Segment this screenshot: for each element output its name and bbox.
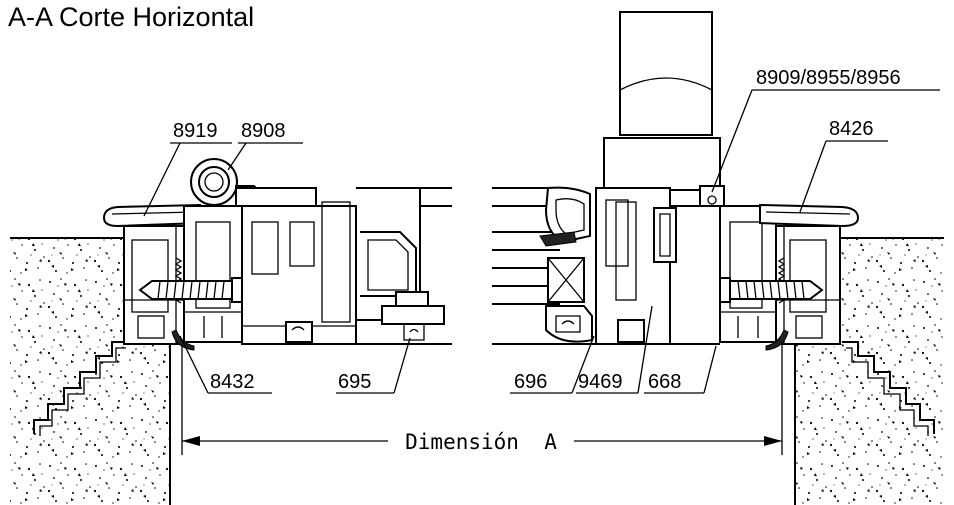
left-fixing-screw	[138, 277, 243, 303]
label-8432: 8432	[210, 371, 255, 393]
right-frame-profile	[492, 11, 860, 351]
dimension-label: Dimensión A	[405, 430, 557, 454]
dimension-line	[181, 345, 783, 455]
drawing-title: A-A Corte Horizontal	[8, 2, 255, 32]
roller-tube	[190, 158, 238, 206]
leader-lines	[143, 89, 940, 394]
label-668: 668	[648, 371, 681, 393]
label-695: 695	[338, 371, 371, 393]
label-696: 696	[514, 371, 547, 393]
label-9469: 9469	[578, 371, 623, 393]
label-8426: 8426	[829, 118, 874, 140]
right-fixing-screw	[719, 277, 824, 303]
label-8908: 8908	[241, 120, 286, 142]
control-box	[603, 11, 721, 191]
label-8919: 8919	[173, 120, 218, 142]
left-frame-profile	[102, 158, 452, 351]
label-8909-8955-8956: 8909/8955/8956	[756, 67, 901, 89]
